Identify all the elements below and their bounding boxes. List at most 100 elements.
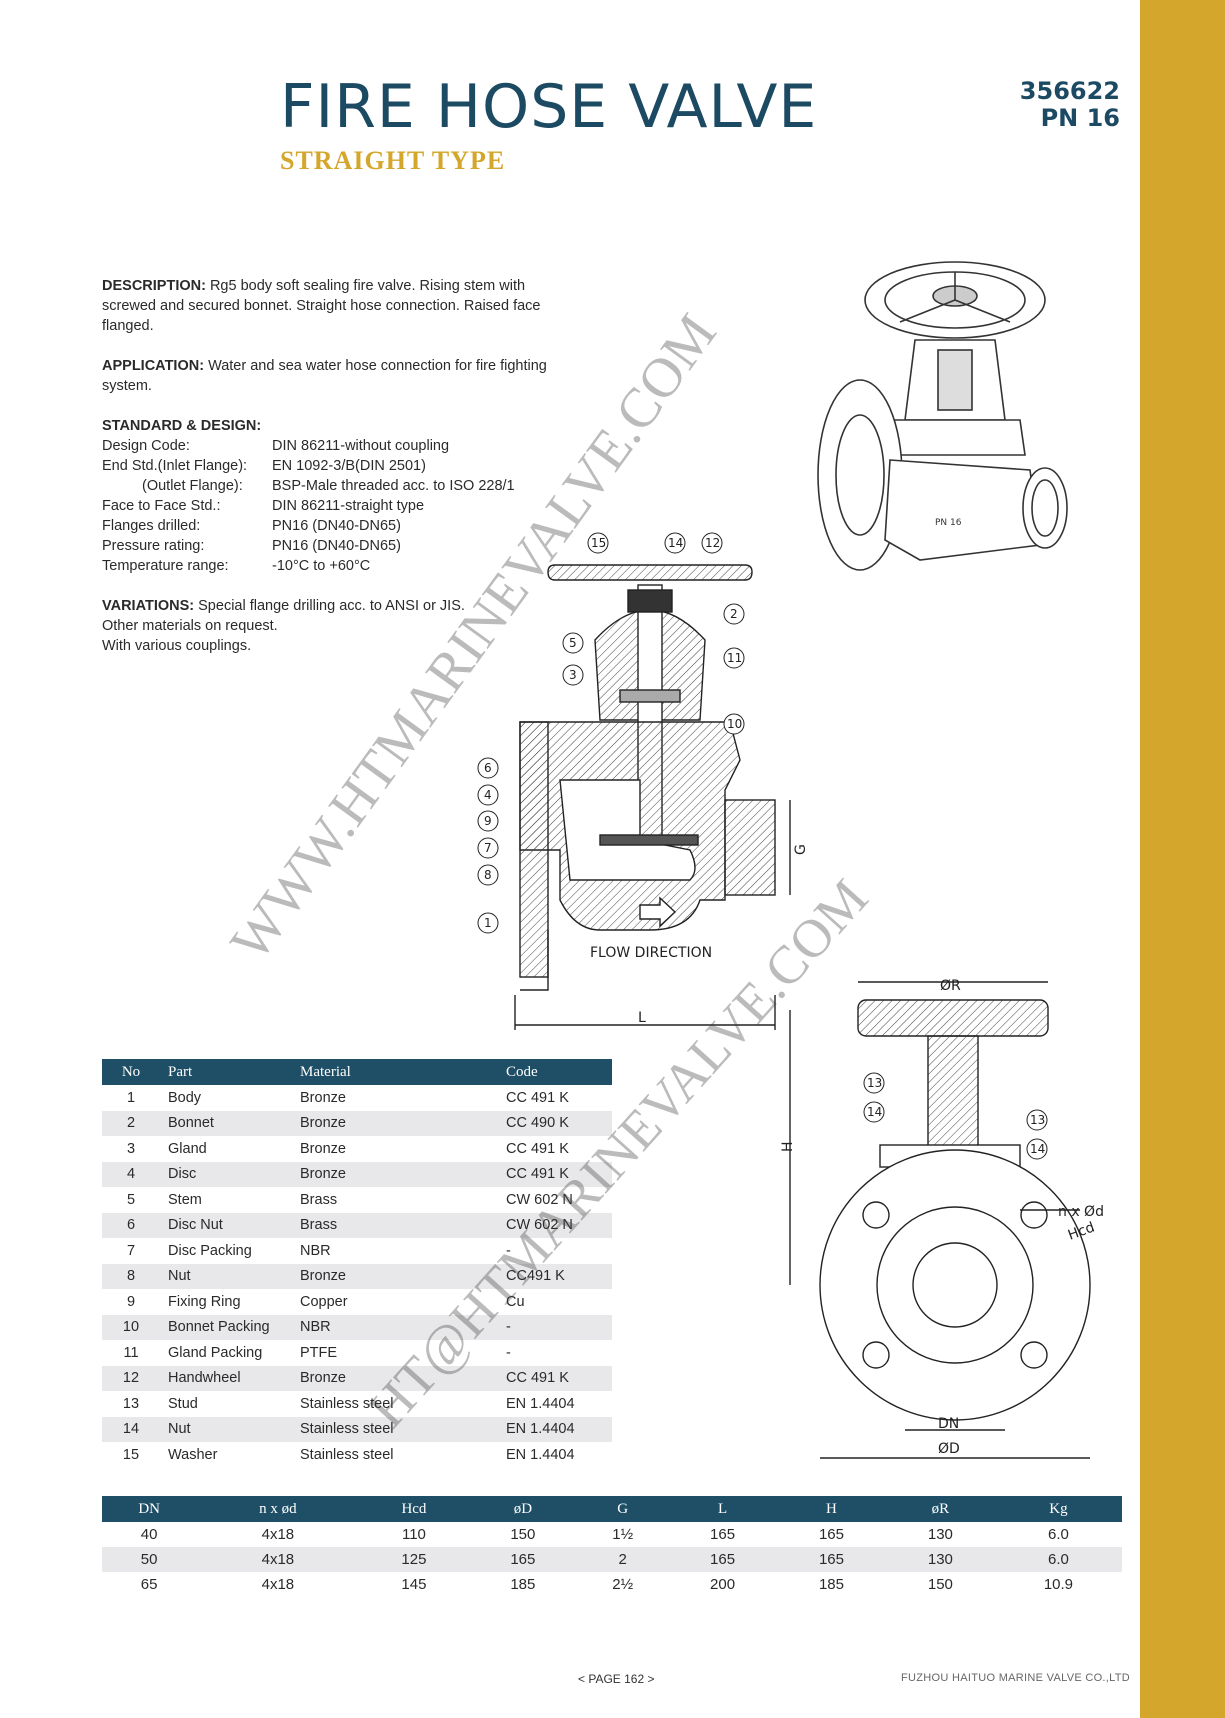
table-cell: Disc <box>160 1161 300 1187</box>
table-cell: 1½ <box>612 1526 634 1543</box>
dims-col-header: Kg <box>994 1496 1122 1522</box>
callout-13: 13 <box>863 1072 885 1094</box>
table-cell: 3 <box>126 1140 136 1157</box>
table-cell: PTFE <box>300 1344 338 1361</box>
table-cell: Stem <box>168 1191 202 1208</box>
table-cell: 4x18 <box>261 1576 295 1593</box>
table-cell: 4x18 <box>261 1526 295 1543</box>
dims-col-header: n x ød <box>196 1496 360 1522</box>
svg-text:10: 10 <box>727 717 742 731</box>
table-cell: NBR <box>300 1314 506 1340</box>
section-labels: FLOW DIRECTION L G <box>590 844 809 1026</box>
callout-4: 4 <box>477 784 499 806</box>
description-block: DESCRIPTION: Rg5 body soft sealing fire … <box>102 276 562 336</box>
svg-text:1: 1 <box>484 916 492 930</box>
table-cell: CC491 K <box>506 1263 612 1289</box>
table-cell: Body <box>168 1089 202 1106</box>
table-cell: Bonnet Packing <box>160 1314 300 1340</box>
callout-1: 1 <box>477 912 499 934</box>
table-cell: CC 491 K <box>506 1365 612 1391</box>
table-cell: - <box>506 1242 511 1259</box>
valve-drawings: PN 16 FLOW DIRECTION L G 15 14 12 2 5 3 … <box>477 261 1104 1459</box>
svg-text:12: 12 <box>705 536 720 550</box>
table-cell: Bronze <box>300 1161 506 1187</box>
table-cell: 10 <box>102 1314 160 1340</box>
table-cell: CC 491 K <box>506 1140 569 1157</box>
table-cell: Gland Packing <box>168 1344 263 1361</box>
col-material: Material <box>300 1059 506 1085</box>
table-cell: Brass <box>300 1212 506 1238</box>
svg-text:8: 8 <box>484 868 492 882</box>
product-code: 356622 <box>1019 77 1120 105</box>
side-color-bar <box>1140 0 1225 1718</box>
table-cell: Handwheel <box>160 1365 300 1391</box>
table-cell: NBR <box>300 1242 331 1259</box>
section-view <box>514 564 791 1030</box>
table-cell: Disc Nut <box>160 1212 300 1238</box>
table-cell: CW 602 N <box>506 1191 573 1208</box>
table-cell: - <box>506 1314 612 1340</box>
table-cell: Copper <box>300 1293 348 1310</box>
table-cell: Fixing Ring <box>168 1293 241 1310</box>
table-cell: Bonnet <box>160 1110 300 1136</box>
table-cell: 5 <box>126 1191 136 1208</box>
table-cell: CW 602 N <box>506 1212 612 1238</box>
table-cell: Bronze <box>300 1140 346 1157</box>
table-cell: 165 <box>668 1547 778 1572</box>
svg-text:5: 5 <box>569 636 577 650</box>
table-cell: 185 <box>818 1576 844 1593</box>
table-cell: 11 <box>123 1344 139 1361</box>
table-cell: Disc Packing <box>168 1242 252 1259</box>
table-cell: 1 <box>126 1089 136 1106</box>
callout-5: 5 <box>562 632 584 654</box>
table-cell: EN 1.4404 <box>506 1446 575 1463</box>
table-cell: 14 <box>102 1416 160 1442</box>
table-cell: 6.0 <box>1048 1526 1069 1543</box>
standard-row: End Std.(Inlet Flange):EN 1092-3/B(DIN 2… <box>102 458 426 474</box>
callout-14: 14 <box>664 532 686 554</box>
standard-row: Flanges drilled:PN16 (DN40-DN65) <box>102 518 401 534</box>
table-cell: 4x18 <box>196 1547 360 1572</box>
callout-2: 2 <box>723 603 745 625</box>
table-cell: Bronze <box>300 1089 346 1106</box>
table-cell: 2 <box>102 1110 160 1136</box>
table-cell: Stainless steel <box>300 1395 394 1412</box>
table-cell: 2 <box>577 1547 669 1572</box>
application-text: Water and sea water hose connection for … <box>102 358 547 394</box>
page-number: < PAGE 162 > <box>578 1672 655 1686</box>
application-label: APPLICATION: <box>102 358 205 374</box>
table-cell: 165 <box>818 1526 844 1543</box>
table-cell: 165 <box>468 1547 578 1572</box>
table-cell: Brass <box>300 1191 338 1208</box>
callout-13: 13 <box>1026 1109 1048 1131</box>
callout-12: 12 <box>701 532 723 554</box>
body-mark: PN 16 <box>935 518 962 528</box>
svg-text:14: 14 <box>867 1105 882 1119</box>
table-row: 1 Body Bronze CC 491 K <box>102 1085 612 1111</box>
standard-row: Pressure rating:PN16 (DN40-DN65) <box>102 538 401 554</box>
dims-col-header: Hcd <box>359 1496 469 1522</box>
application-block: APPLICATION: Water and sea water hose co… <box>102 356 562 396</box>
callout-7: 7 <box>477 837 499 859</box>
table-cell: 13 <box>122 1395 140 1412</box>
table-cell: CC 491 K <box>506 1089 569 1106</box>
dim-d-label: ØD <box>938 1441 960 1457</box>
table-cell: 65 <box>140 1576 158 1593</box>
standard-row: Temperature range:-10°C to +60°C <box>102 558 371 574</box>
table-cell: Stud <box>168 1395 198 1412</box>
dim-g-label: G <box>793 844 809 855</box>
standard-row: (Outlet Flange):BSP-Male threaded acc. t… <box>142 478 515 494</box>
dims-col-header: DN <box>102 1496 197 1522</box>
